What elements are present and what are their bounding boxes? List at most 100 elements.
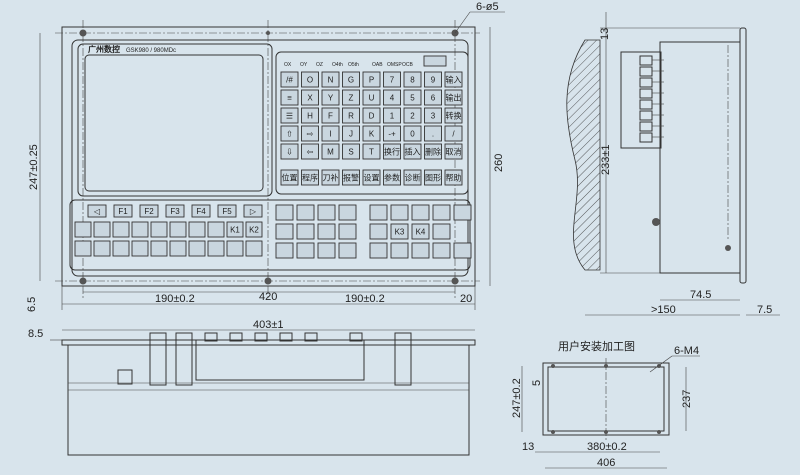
operation-key[interactable] bbox=[150, 221, 168, 238]
keypad-key[interactable] bbox=[383, 143, 401, 160]
keypad-key[interactable] bbox=[280, 107, 299, 124]
keypad-key[interactable] bbox=[403, 169, 422, 186]
keypad-key[interactable] bbox=[321, 143, 340, 160]
keypad-key[interactable] bbox=[342, 143, 360, 160]
operation-key[interactable] bbox=[150, 240, 168, 257]
keypad-key[interactable] bbox=[342, 71, 360, 88]
operation-key[interactable] bbox=[296, 223, 315, 240]
operation-key[interactable] bbox=[74, 221, 92, 238]
keypad-key[interactable] bbox=[280, 89, 299, 106]
keypad-key[interactable] bbox=[383, 89, 401, 106]
keypad-key[interactable] bbox=[444, 89, 463, 106]
keypad-key[interactable] bbox=[424, 71, 442, 88]
keypad-key[interactable] bbox=[403, 143, 422, 160]
operation-key[interactable] bbox=[93, 221, 111, 238]
operation-key[interactable] bbox=[245, 221, 263, 238]
keypad-key[interactable] bbox=[321, 169, 340, 186]
keypad-key[interactable] bbox=[301, 125, 319, 142]
keypad-key[interactable] bbox=[342, 125, 360, 142]
operation-key[interactable] bbox=[390, 204, 409, 221]
keypad-key[interactable] bbox=[444, 71, 463, 88]
keypad-key[interactable] bbox=[403, 125, 422, 142]
keypad-key[interactable] bbox=[362, 143, 381, 160]
operation-key[interactable] bbox=[275, 223, 294, 240]
operation-key[interactable] bbox=[131, 240, 149, 257]
keypad-key[interactable] bbox=[362, 169, 381, 186]
operation-key[interactable] bbox=[112, 221, 130, 238]
keypad-key[interactable] bbox=[280, 125, 299, 142]
keypad-key[interactable] bbox=[301, 89, 319, 106]
keypad-key[interactable] bbox=[403, 107, 422, 124]
keypad-key[interactable] bbox=[444, 169, 463, 186]
keypad-key[interactable] bbox=[383, 169, 401, 186]
operation-key[interactable] bbox=[411, 242, 430, 259]
operation-key[interactable] bbox=[317, 223, 336, 240]
operation-key[interactable] bbox=[296, 242, 315, 259]
operation-key[interactable] bbox=[226, 240, 244, 257]
keypad-key[interactable] bbox=[362, 71, 381, 88]
operation-key[interactable] bbox=[338, 204, 357, 221]
operation-key[interactable] bbox=[317, 204, 336, 221]
operation-key[interactable] bbox=[93, 240, 111, 257]
function-key[interactable] bbox=[87, 204, 107, 218]
function-key[interactable] bbox=[165, 204, 185, 218]
operation-key[interactable] bbox=[207, 240, 225, 257]
function-key[interactable] bbox=[113, 204, 133, 218]
operation-key[interactable] bbox=[245, 240, 263, 257]
keypad-key[interactable] bbox=[424, 107, 442, 124]
operation-key[interactable] bbox=[411, 223, 430, 240]
function-key[interactable] bbox=[217, 204, 237, 218]
keypad-key[interactable] bbox=[301, 143, 319, 160]
operation-key[interactable] bbox=[296, 204, 315, 221]
operation-key[interactable] bbox=[369, 204, 388, 221]
keypad-key[interactable] bbox=[383, 107, 401, 124]
operation-key[interactable] bbox=[74, 240, 92, 257]
keypad-key[interactable] bbox=[362, 107, 381, 124]
operation-key[interactable] bbox=[169, 221, 187, 238]
operation-key[interactable] bbox=[275, 242, 294, 259]
keypad-key[interactable] bbox=[301, 169, 319, 186]
keypad-key[interactable] bbox=[424, 143, 442, 160]
keypad-key[interactable] bbox=[444, 107, 463, 124]
function-key[interactable] bbox=[191, 204, 211, 218]
keypad-key[interactable] bbox=[424, 169, 442, 186]
keypad-key[interactable] bbox=[280, 71, 299, 88]
operation-key[interactable] bbox=[390, 223, 409, 240]
keypad-key[interactable] bbox=[280, 169, 299, 186]
keypad-key[interactable] bbox=[383, 71, 401, 88]
keypad-key[interactable] bbox=[444, 125, 463, 142]
operation-key[interactable] bbox=[131, 221, 149, 238]
operation-key[interactable] bbox=[453, 204, 472, 221]
operation-key[interactable] bbox=[188, 240, 206, 257]
keypad-key[interactable] bbox=[342, 169, 360, 186]
keypad-key[interactable] bbox=[403, 71, 422, 88]
operation-key[interactable] bbox=[275, 204, 294, 221]
operation-key[interactable] bbox=[112, 240, 130, 257]
keypad-key[interactable] bbox=[321, 71, 340, 88]
operation-key[interactable] bbox=[432, 204, 451, 221]
operation-key[interactable] bbox=[369, 223, 388, 240]
operation-key[interactable] bbox=[169, 240, 187, 257]
keypad-key[interactable] bbox=[424, 89, 442, 106]
keypad-key[interactable] bbox=[321, 89, 340, 106]
keypad-key[interactable] bbox=[342, 89, 360, 106]
keypad-key[interactable] bbox=[321, 107, 340, 124]
keypad-key[interactable] bbox=[383, 125, 401, 142]
operation-key[interactable] bbox=[188, 221, 206, 238]
operation-key[interactable] bbox=[338, 223, 357, 240]
operation-key[interactable] bbox=[432, 242, 451, 259]
operation-key[interactable] bbox=[369, 242, 388, 259]
keypad-key[interactable] bbox=[444, 143, 463, 160]
function-key[interactable] bbox=[243, 204, 263, 218]
keypad-key[interactable] bbox=[403, 89, 422, 106]
operation-key[interactable] bbox=[432, 223, 451, 240]
keypad-key[interactable] bbox=[321, 125, 340, 142]
keypad-key[interactable] bbox=[362, 89, 381, 106]
keypad-key[interactable] bbox=[342, 107, 360, 124]
operation-key[interactable] bbox=[207, 221, 225, 238]
function-key[interactable] bbox=[139, 204, 159, 218]
operation-key[interactable] bbox=[453, 242, 472, 259]
operation-key[interactable] bbox=[317, 242, 336, 259]
keypad-key[interactable] bbox=[424, 125, 442, 142]
keypad-key[interactable] bbox=[280, 143, 299, 160]
